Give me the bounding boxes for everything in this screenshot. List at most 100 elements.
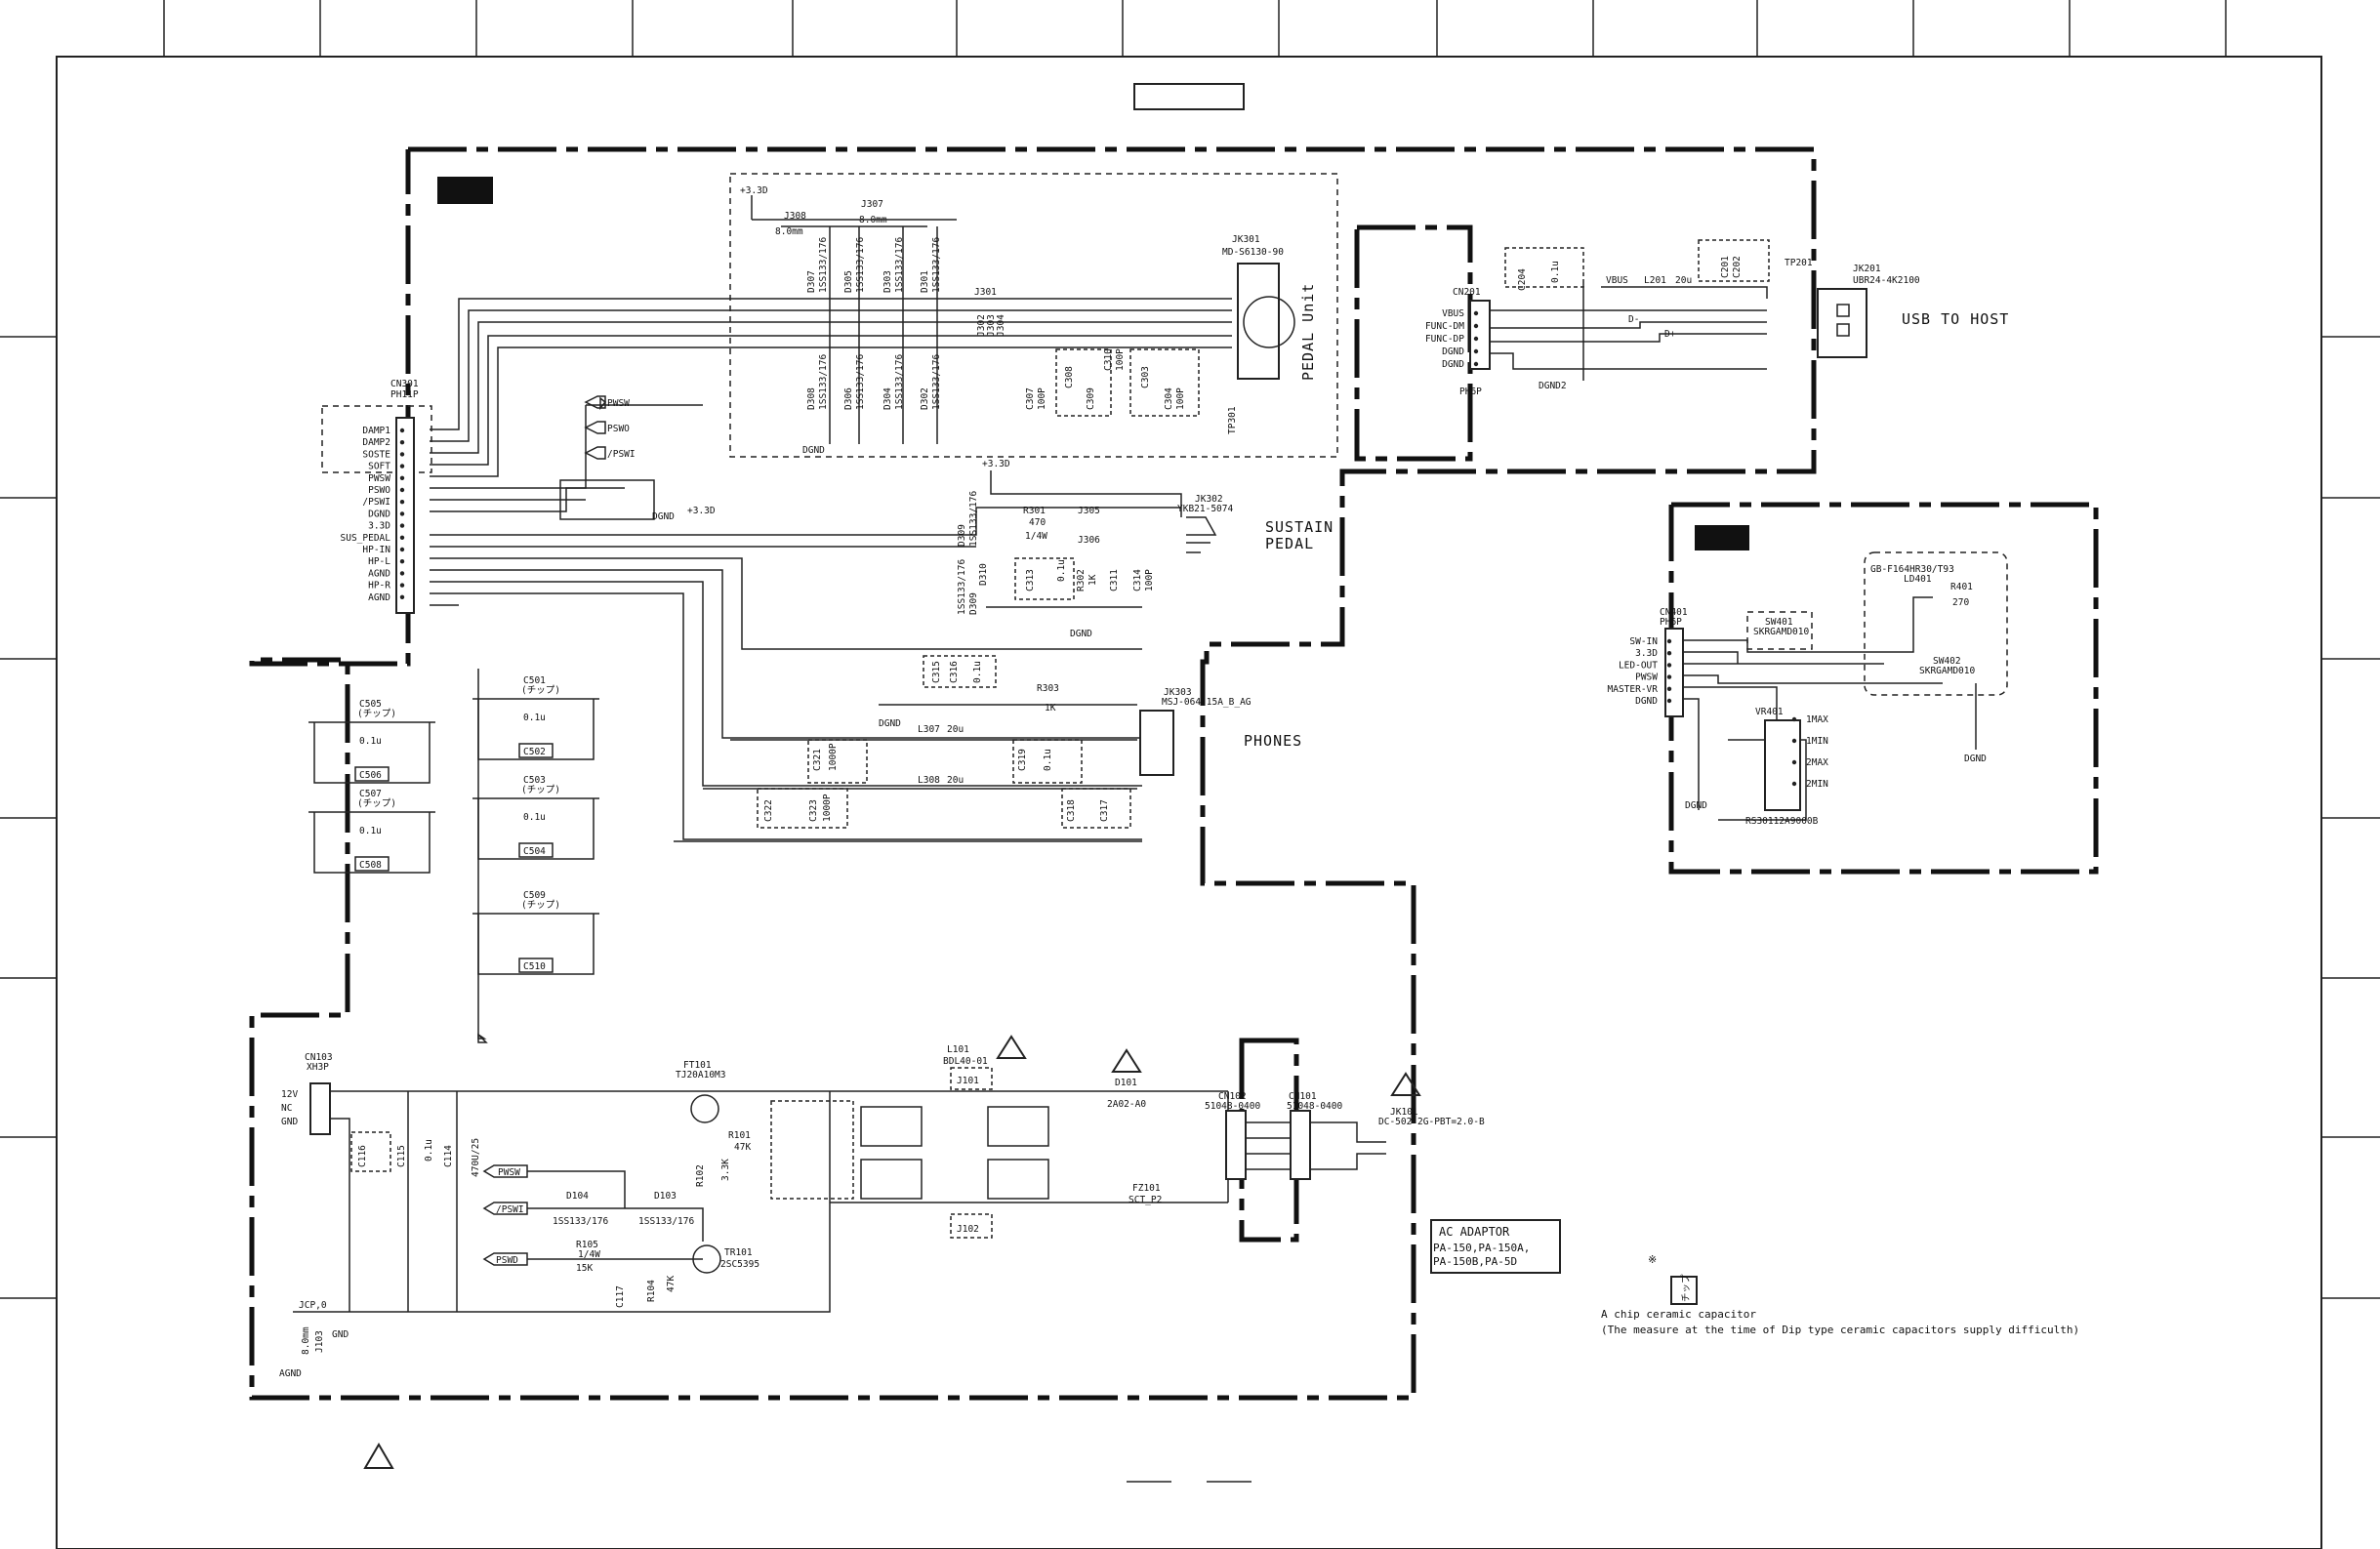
cn301-pin-dot [399, 523, 405, 528]
svg-text:270: 270 [1952, 597, 1969, 608]
cn401-pin-5: MASTER-VR [1608, 684, 1659, 695]
svg-text:0.1u: 0.1u [1550, 261, 1561, 283]
svg-text:CN102: CN102 [1218, 1091, 1247, 1102]
cap-ref: C503 [523, 775, 546, 786]
cn301-pin-dot [399, 571, 405, 576]
cap-inner: C510 [523, 961, 546, 972]
svg-text:+3.3D: +3.3D [687, 506, 716, 516]
svg-text:C204: C204 [1517, 268, 1528, 291]
cn301-pin-dot [399, 547, 405, 552]
cn401-pin-dot [1666, 651, 1672, 656]
cn201-pin-2: FUNC-DM [1425, 321, 1464, 332]
ac-adaptor-note: AC ADAPTOR PA-150,PA-150A, PA-150B,PA-5D [1430, 1219, 1561, 1274]
vr401-pin-dot [1791, 781, 1797, 787]
svg-text:チップ: チップ [1681, 1274, 1692, 1302]
svg-text:FT101: FT101 [683, 1060, 712, 1071]
cn301-pin-dot [399, 511, 405, 516]
svg-text:D305: D305 [843, 270, 854, 293]
svg-text:100P: 100P [1144, 569, 1155, 591]
vr401-pin-2: 1MIN [1806, 736, 1828, 747]
svg-text:D302: D302 [920, 387, 930, 410]
svg-text:1SS133/176: 1SS133/176 [968, 491, 979, 547]
svg-text:3.3K: 3.3K [720, 1159, 731, 1181]
svg-text:D309: D309 [968, 592, 979, 615]
warning-icon [996, 1035, 1027, 1059]
svg-text:+3.3D: +3.3D [982, 459, 1010, 469]
cn301-net-tags: PWSW PSWO /PSWI +3.3D DGND [559, 395, 716, 522]
cap-mark: (チップ) [521, 785, 560, 795]
svg-text:51048-0400: 51048-0400 [1287, 1101, 1342, 1112]
svg-text:J306: J306 [1078, 535, 1100, 546]
cap-mark: (チップ) [521, 685, 560, 696]
cn201-pin-1: VBUS [1442, 308, 1464, 319]
svg-text:1K: 1K [1087, 574, 1098, 586]
vr401-pin-1: 1MAX [1806, 714, 1828, 725]
svg-text:L201: L201 [1644, 275, 1666, 286]
svg-text:D104: D104 [566, 1191, 589, 1202]
cn301-pin-6: PSWO [368, 485, 390, 496]
svg-text:D307: D307 [806, 270, 817, 293]
svg-text:PA-150,PA-150A,: PA-150,PA-150A, [1433, 1242, 1530, 1254]
svg-text:D304: D304 [882, 387, 893, 410]
jk201-body [1817, 288, 1867, 358]
cn401-pin-dot [1666, 663, 1672, 668]
svg-text:PH11P: PH11P [390, 389, 419, 400]
cap-ref: C501 [523, 675, 546, 686]
svg-text:J302: J302 [976, 314, 987, 337]
cn201-pin-dot [1473, 348, 1479, 354]
svg-text:C116: C116 [357, 1145, 368, 1167]
pedal-unit-label: PEDAL Unit [1299, 283, 1317, 381]
sustain-pedal-block: +3.3D D309 1SS133/176 R301 470 1/4W J305… [957, 459, 1333, 639]
svg-text:PH6P: PH6P [1459, 387, 1482, 397]
svg-text:D310: D310 [978, 563, 989, 586]
svg-text:C309: C309 [1086, 387, 1096, 410]
svg-text:470U/25: 470U/25 [471, 1138, 481, 1177]
svg-text:1SS133/176: 1SS133/176 [638, 1216, 694, 1227]
svg-text:DGND: DGND [1070, 629, 1092, 639]
svg-text:R102: R102 [695, 1164, 706, 1187]
svg-text:12V: 12V [281, 1089, 298, 1100]
svg-text:15K: 15K [576, 1263, 593, 1274]
cn301-pin-dot [399, 440, 405, 445]
svg-text:1SS133/176: 1SS133/176 [894, 354, 905, 410]
svg-text:2A02-A0: 2A02-A0 [1107, 1099, 1146, 1110]
cap-mark: (チップ) [357, 709, 396, 719]
svg-text:1000P: 1000P [828, 743, 839, 771]
svg-text:47K: 47K [734, 1142, 751, 1153]
svg-text:DC-502-2G-PBT=2.0-B: DC-502-2G-PBT=2.0-B [1378, 1117, 1485, 1127]
svg-text:1SS133/176: 1SS133/176 [957, 559, 967, 615]
cap-value: 0.1u [359, 736, 382, 747]
svg-text:JK201: JK201 [1853, 264, 1881, 274]
svg-text:0.1u: 0.1u [424, 1139, 434, 1162]
cn301-pin-8: DGND [368, 509, 390, 519]
jk303-body [1139, 710, 1174, 776]
svg-text:C304: C304 [1164, 387, 1174, 410]
svg-text:100P: 100P [1115, 348, 1126, 371]
svg-text:CN201: CN201 [1453, 287, 1481, 298]
cn301-signal-wires [430, 298, 1232, 840]
svg-text:TR101: TR101 [724, 1247, 753, 1258]
svg-text:D303: D303 [882, 270, 893, 293]
cn301-pin-1: DAMP1 [362, 426, 390, 436]
svg-text:XH3P: XH3P [307, 1062, 329, 1073]
cn401-pin-dot [1666, 698, 1672, 704]
svg-text:1/4W: 1/4W [578, 1249, 600, 1260]
vr401-pin-dot [1791, 759, 1797, 765]
cn201-pin-dot [1473, 336, 1479, 342]
svg-text:PSWD: PSWD [496, 1255, 518, 1266]
svg-text:CN301: CN301 [390, 379, 419, 389]
pedal-unit-block: +3.3D J308 8.0mm J307 8.0mm D307 1SS133/… [729, 173, 1338, 458]
svg-text:VR401: VR401 [1755, 707, 1784, 717]
cn301-pin-dot [399, 452, 405, 457]
svg-text:47K: 47K [666, 1276, 677, 1292]
cn301-pin-dot [399, 535, 405, 540]
cn301-pin-4: SOFT [368, 462, 390, 472]
svg-text:YKB21-5074: YKB21-5074 [1177, 504, 1233, 514]
svg-text:LD401: LD401 [1904, 574, 1932, 585]
